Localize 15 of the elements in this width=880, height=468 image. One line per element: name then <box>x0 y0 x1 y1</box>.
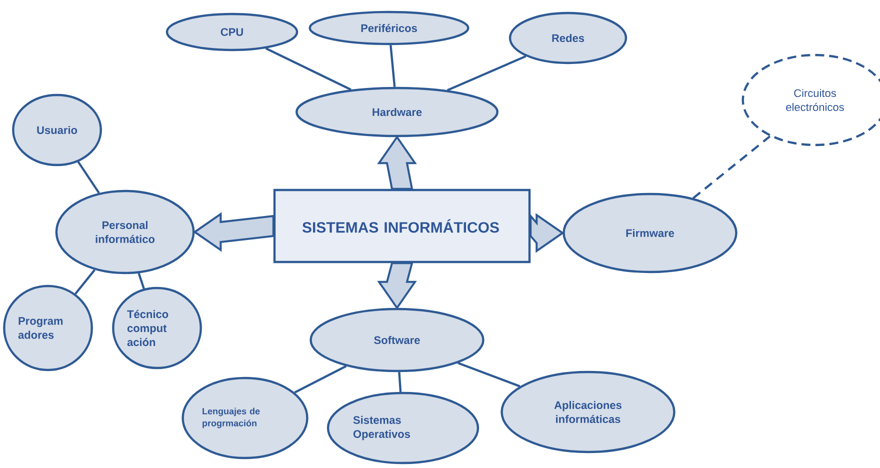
connector-line <box>77 161 100 194</box>
connector-line <box>446 55 526 92</box>
block-arrow <box>377 135 417 190</box>
title-box: SISTEMAS INFORMÁTICOS <box>273 188 531 264</box>
dashed-line <box>692 135 771 199</box>
connector-line <box>138 272 145 290</box>
connector-line <box>458 362 520 388</box>
connector-line <box>398 372 402 392</box>
block-arrow <box>192 212 274 252</box>
connector-line <box>265 47 352 91</box>
block-arrow <box>530 213 564 253</box>
connector-line <box>294 365 347 394</box>
block-arrow <box>377 262 417 310</box>
connector-line <box>390 45 396 87</box>
connector-line <box>74 269 96 295</box>
